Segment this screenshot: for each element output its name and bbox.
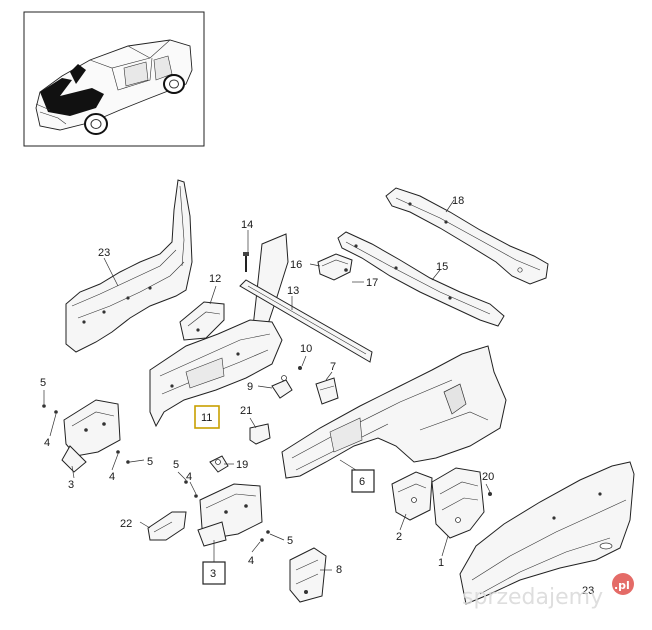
callout-20: 20: [482, 471, 494, 483]
part-14-bolt: [243, 252, 249, 272]
part-6-front-member: [281, 345, 507, 479]
callout-21: 21: [240, 405, 252, 417]
part-3-lower-bracket: [197, 483, 263, 547]
leader-lines: [43, 199, 491, 571]
watermark: sprzedajemy .pl: [462, 573, 634, 610]
callout-5-d: 5: [287, 535, 293, 547]
callout-14: 14: [241, 219, 253, 231]
callout-4-b: 4: [109, 471, 115, 483]
callout-1: 1: [438, 557, 444, 569]
callout-8: 8: [336, 564, 342, 576]
part-2-bracket: [391, 471, 433, 521]
callout-19: 19: [236, 459, 248, 471]
callout-11: 11: [201, 412, 212, 424]
callout-6: 6: [359, 476, 365, 488]
part-12-bracket: [179, 301, 225, 341]
callout-5-b: 5: [147, 456, 153, 468]
part-3-left-bracket: [61, 399, 121, 473]
boxed-callout-3: 3: [202, 561, 226, 585]
callout-15: 15: [436, 261, 448, 273]
part-23-lower-panel: [459, 461, 635, 605]
watermark-text: sprzedajemy: [462, 585, 603, 610]
part-18-upper-rail: [385, 187, 549, 285]
part-7-bracket: [315, 377, 339, 405]
callout-18: 18: [452, 195, 464, 207]
watermark-badge: [612, 573, 634, 595]
callout-4-d: 4: [248, 555, 254, 567]
boxed-callout-6: 6: [351, 469, 375, 493]
callout-4-c: 4: [186, 471, 192, 483]
part-23-upper-panel: [65, 179, 193, 353]
part-8-bracket: [289, 547, 327, 603]
callout-3-boxed: 3: [210, 568, 216, 580]
callout-4-a: 4: [44, 437, 50, 449]
callout-23-top: 23: [98, 247, 110, 259]
part-11-side-member: [149, 319, 283, 428]
callout-9: 9: [247, 381, 253, 393]
callout-12: 12: [209, 273, 221, 285]
part-16-bracket: [317, 253, 353, 281]
part-10-bolt: [298, 366, 302, 370]
part-15-crossmember: [337, 231, 505, 327]
boxed-callout-11: 11: [194, 405, 220, 429]
callout-10: 10: [300, 343, 312, 355]
callout-23-bottom: 23: [582, 585, 594, 597]
fasteners: [42, 404, 270, 542]
part-20-bolt: [488, 492, 492, 496]
callout-7: 7: [330, 361, 336, 373]
callout-2: 2: [396, 531, 402, 543]
callout-3-left: 3: [68, 479, 74, 491]
callout-labels: 23 18 14 16 15 17 12 13 10 9 7 5 4 3 4 5…: [40, 195, 594, 597]
part-22-bracket: [147, 511, 187, 541]
callout-22: 22: [120, 518, 132, 530]
callout-5-c: 5: [173, 459, 179, 471]
callout-17: 17: [366, 277, 378, 289]
part-9-bracket: [271, 375, 293, 399]
callout-13: 13: [287, 285, 299, 297]
watermark-badge-text: .pl: [614, 579, 630, 592]
part-19-mount: [209, 455, 229, 473]
part-1-mount: [431, 467, 485, 539]
callout-5-a: 5: [40, 377, 46, 389]
vehicle-locator-inset: [23, 11, 205, 147]
callout-16: 16: [290, 259, 302, 271]
part-21-clip: [249, 423, 271, 445]
